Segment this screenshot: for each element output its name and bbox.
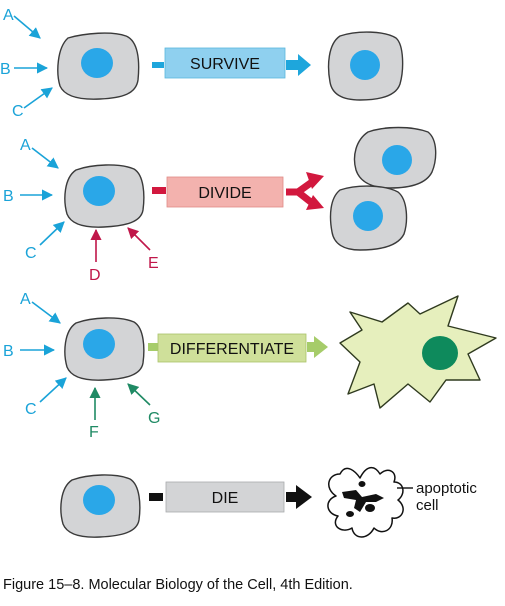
- cell: [64, 317, 145, 381]
- split-arrow-down: [295, 189, 315, 206]
- nuclear-fragment: [358, 481, 366, 487]
- signal-arrows: [20, 147, 151, 262]
- signal-label-e: E: [148, 255, 159, 272]
- signal-arrow-c: [23, 87, 53, 109]
- signal-label-b: B: [3, 343, 14, 360]
- split-arrow-up: [286, 179, 315, 196]
- process-arrow-tail: [149, 493, 163, 501]
- nucleus: [81, 48, 113, 78]
- process-box-survive: [164, 47, 286, 79]
- process-box-divide: [166, 176, 284, 208]
- signal-label-c: C: [25, 401, 37, 418]
- cell: [57, 32, 140, 100]
- split-arrow: [286, 179, 315, 206]
- figure-caption: Figure 15–8. Molecular Biology of the Ce…: [3, 577, 353, 593]
- nucleus: [83, 176, 115, 206]
- signal-arrow-g: [127, 383, 151, 406]
- row-divide: A B C D E DIVIDE: [3, 126, 437, 284]
- signal-label-c: C: [25, 245, 37, 262]
- process-label-differentiate: DIFFERENTIATE: [170, 341, 294, 358]
- process-label-die: DIE: [212, 490, 239, 507]
- signal-arrow-a: [31, 301, 61, 324]
- nucleus: [422, 336, 458, 370]
- process-arrow-head: [286, 54, 311, 76]
- cell: [353, 126, 437, 189]
- process-arrow-tail: [152, 62, 164, 68]
- nuclear-fragment: [365, 504, 375, 512]
- cell: [329, 185, 408, 251]
- row-die: DIE apoptotic cell: [60, 466, 477, 538]
- signal-label-c: C: [12, 103, 24, 120]
- cell: [60, 474, 141, 538]
- process-arrow-tail: [148, 343, 158, 351]
- row-differentiate: A B C F G DIFFERENTIATE: [3, 291, 497, 441]
- nucleus: [353, 201, 383, 231]
- process-label-divide: DIVIDE: [198, 185, 251, 202]
- cell: [64, 164, 145, 228]
- split-arrowhead-up: [306, 172, 324, 189]
- signal-label-d: D: [89, 267, 101, 284]
- nucleus: [382, 145, 412, 175]
- signal-label-b: B: [3, 188, 14, 205]
- process-label-survive: SURVIVE: [190, 56, 260, 73]
- nucleus: [83, 485, 115, 515]
- split-arrowhead-down: [306, 195, 324, 210]
- cell: [327, 31, 404, 101]
- signal-arrow-c: [39, 377, 67, 403]
- annotation-cell: cell: [416, 497, 439, 514]
- process-arrow-tail: [152, 187, 166, 194]
- row-survive: A B C SURVIVE: [0, 7, 404, 120]
- signal-label-b: B: [0, 61, 11, 78]
- signal-label-f: F: [89, 424, 99, 441]
- signal-label-a: A: [20, 291, 31, 308]
- nucleus: [83, 329, 115, 359]
- nuclear-fragment: [346, 511, 354, 517]
- process-box-die: [165, 481, 285, 513]
- nucleus: [350, 50, 380, 80]
- process-arrow-head: [286, 485, 312, 509]
- signal-arrow-c: [39, 221, 65, 246]
- signal-arrow-e: [127, 227, 151, 251]
- signal-arrow-a: [31, 147, 59, 169]
- signal-label-a: A: [3, 7, 14, 24]
- process-box-differentiate: [157, 333, 307, 363]
- nuclear-fragment: [342, 490, 384, 512]
- signal-label-a: A: [20, 137, 31, 154]
- signal-arrows: [13, 15, 53, 109]
- process-arrow-head: [307, 336, 328, 358]
- annotation-apoptotic: apoptotic: [416, 480, 477, 497]
- signal-label-g: G: [148, 410, 160, 427]
- signal-arrows: [20, 301, 151, 420]
- signal-arrow-a: [13, 15, 41, 39]
- fragmented-nucleus: [342, 481, 384, 517]
- differentiated-cell: [339, 295, 497, 409]
